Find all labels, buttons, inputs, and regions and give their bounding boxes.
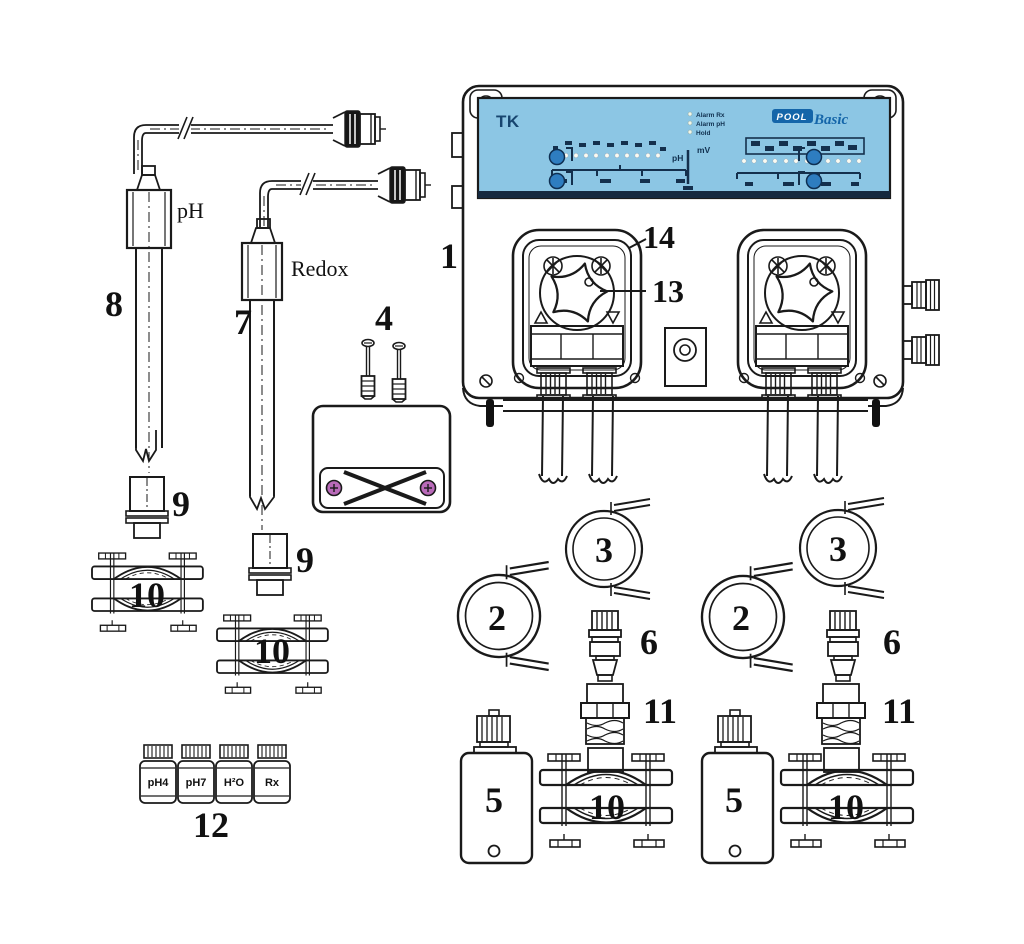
panel-buttons — [548, 147, 823, 190]
callout-4: 4 — [375, 298, 393, 338]
led-label-hold: Hold — [696, 130, 710, 137]
callout-10d: 10 — [828, 787, 864, 827]
mv-unit-label: mV — [697, 145, 711, 155]
cable-gland-right-top — [902, 279, 940, 311]
callout-9a: 9 — [172, 484, 190, 524]
bnc-connector-redox — [377, 166, 432, 204]
led-legend: Alarm Rx Alarm pH Hold — [687, 111, 725, 137]
injection-valve-top-left — [588, 610, 622, 682]
led-label-alarm-rx: Alarm Rx — [696, 112, 725, 119]
calibration-bottles: pH4 pH7 H²O Rx — [139, 744, 291, 804]
ph-unit-label: pH — [672, 153, 683, 163]
pool-logo-text: POOL — [777, 112, 808, 123]
injection-valve-top-right — [826, 610, 860, 682]
bnc-connector-ph — [332, 110, 387, 148]
bottle-label-ph4: pH4 — [148, 777, 170, 789]
pump-right — [738, 230, 866, 400]
injection-valve-body-right — [816, 683, 866, 745]
wall-bracket — [311, 404, 452, 514]
button-right-top[interactable] — [805, 148, 823, 166]
bottom-gland — [664, 327, 707, 387]
callout-5a: 5 — [485, 780, 503, 820]
pump-left — [513, 230, 641, 400]
hook-left — [486, 399, 494, 427]
callout-12: 12 — [193, 805, 229, 845]
callout-11a: 11 — [643, 691, 677, 731]
button-left-top[interactable] — [548, 148, 566, 166]
callout-6a: 6 — [640, 622, 658, 662]
ph-scale: pH — [551, 141, 687, 183]
callout-6b: 6 — [883, 622, 901, 662]
callout-8: 8 — [105, 284, 123, 324]
callout-1: 1 — [440, 236, 458, 276]
electrode-holder-ph — [125, 476, 169, 539]
ph-electrode — [125, 110, 387, 473]
label-ph: pH — [177, 198, 204, 223]
controller-unit: TK POOL Basic Alarm Rx Alarm pH Hold — [451, 84, 940, 483]
panel-bottom-bar — [478, 191, 890, 198]
callout-10c: 10 — [589, 787, 625, 827]
electrode-tip-redox — [249, 478, 275, 512]
redox-electrode — [240, 166, 432, 530]
brand-logo: TK — [496, 112, 520, 131]
leader-lines — [600, 238, 647, 292]
front-panel: TK POOL Basic Alarm Rx Alarm pH Hold — [476, 96, 892, 200]
pool-logo-box — [772, 109, 813, 123]
basic-logo-text: Basic — [813, 112, 849, 128]
callout-3a: 3 — [595, 530, 613, 570]
cable-gland-right-bottom — [902, 334, 940, 366]
callout-3b: 3 — [829, 529, 847, 569]
callout-14: 14 — [643, 219, 675, 255]
callout-10b: 10 — [254, 631, 290, 671]
injection-valve-body-left — [580, 683, 630, 745]
hook-right — [872, 399, 880, 427]
scale-divider — [683, 150, 693, 190]
pump-tubes — [539, 396, 842, 483]
callout-2b: 2 — [732, 598, 750, 638]
bottle-label-rx: Rx — [265, 777, 280, 789]
callout-7: 7 — [234, 302, 252, 342]
callout-13: 13 — [652, 273, 684, 309]
left-tabs — [451, 132, 464, 209]
callout-10a: 10 — [129, 575, 165, 615]
label-redox: Redox — [291, 256, 348, 281]
enclosure-outline — [461, 84, 905, 400]
led-label-alarm-ph: Alarm pH — [696, 121, 725, 128]
electrode-tip-ph — [135, 430, 157, 464]
callout-5b: 5 — [725, 780, 743, 820]
anchor-screws — [360, 338, 407, 403]
callout-9b: 9 — [296, 540, 314, 580]
button-left-bottom[interactable] — [548, 172, 566, 190]
callout-11b: 11 — [882, 691, 916, 731]
callout-2a: 2 — [488, 598, 506, 638]
clamp-stubs — [587, 747, 860, 773]
button-right-bottom[interactable] — [805, 172, 823, 190]
bottle-label-h2o: H²O — [224, 777, 245, 789]
electrode-holder-redox — [248, 533, 292, 596]
bottle-label-ph7: pH7 — [186, 777, 207, 789]
